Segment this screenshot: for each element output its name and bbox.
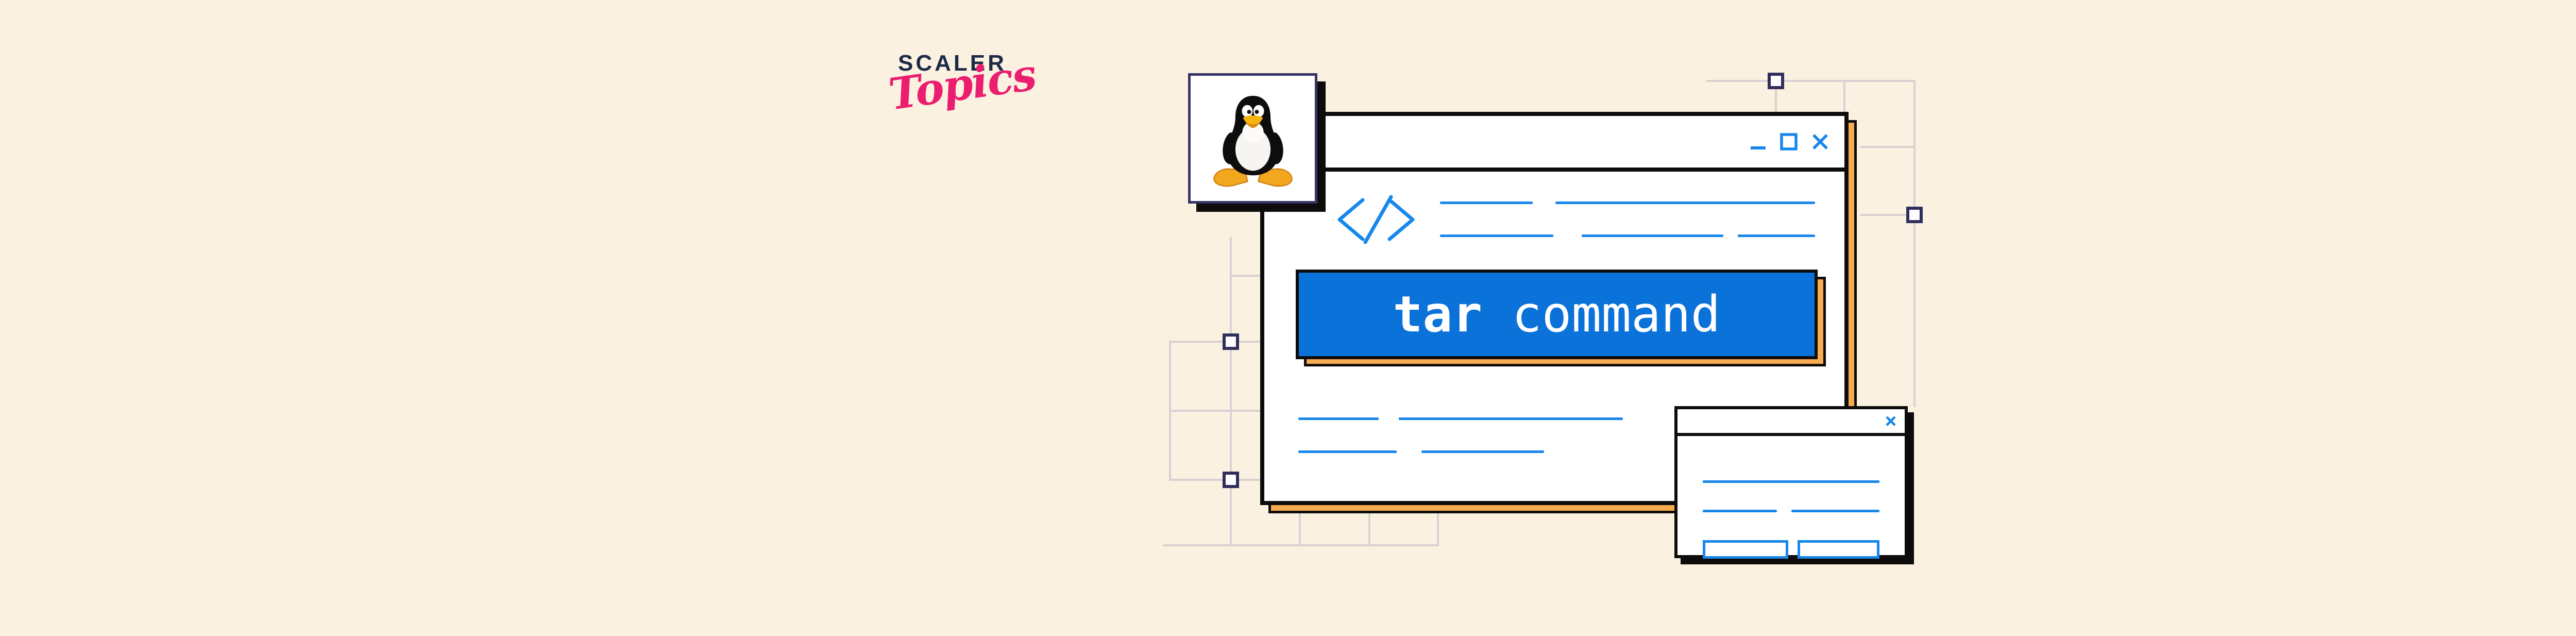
selection-handle[interactable] [1223,333,1239,350]
grid-line-horizontal [1706,80,1915,82]
skeleton-line [1298,450,1397,453]
popup-button[interactable] [1703,540,1788,559]
grid-line-vertical [1775,80,1777,112]
window-controls [1750,133,1829,154]
skeleton-line [1738,235,1815,237]
grid-line-vertical [1169,341,1171,481]
grid-line-horizontal [1860,146,1915,148]
grid-line-horizontal [1170,479,1260,481]
dialog-popup [1674,406,1908,559]
popup-skeleton-line [1703,510,1777,512]
popup-button[interactable] [1798,540,1879,559]
banner-title: tar command [1393,286,1721,343]
scaler-logo-brand: SCALER [898,51,1007,76]
popup-skeleton-line [1791,510,1879,512]
minimize-icon[interactable] [1750,146,1766,150]
code-slash-icon [1337,195,1415,244]
skeleton-line [1440,202,1533,204]
selection-handle[interactable] [1906,207,1923,223]
skeleton-line [1582,235,1723,237]
grid-line-vertical [1230,237,1232,545]
selection-handle[interactable] [1223,472,1239,488]
selection-handle[interactable] [1768,73,1784,89]
popup-skeleton-line [1703,480,1879,483]
grid-line-horizontal [1163,544,1439,546]
banner-title-bold: tar [1393,286,1482,343]
grid-line-vertical [1913,80,1916,407]
skeleton-line [1555,202,1815,204]
window-titlebar [1264,116,1844,172]
popup-titlebar [1677,409,1905,436]
popup-body [1677,436,1905,559]
grid-line-horizontal [1170,341,1260,343]
grid-line-vertical [1437,512,1439,545]
maximize-icon[interactable] [1780,133,1798,150]
linux-tux-icon [1213,95,1293,187]
skeleton-line [1399,417,1623,420]
grid-line-horizontal [1170,410,1260,412]
grid-line-horizontal [1231,275,1260,277]
skeleton-line [1421,450,1544,453]
tux-card [1188,73,1317,204]
tar-command-banner: tar command [1296,270,1818,359]
popup-close-icon[interactable] [1885,415,1896,427]
skeleton-line [1298,417,1379,420]
grid-line-vertical [1299,512,1301,545]
banner-title-rest: command [1482,286,1721,343]
grid-line-horizontal [1860,214,1915,216]
grid-line-vertical [1843,80,1845,114]
close-icon[interactable] [1811,133,1829,150]
skeleton-line [1440,235,1553,237]
grid-line-vertical [1368,512,1370,545]
